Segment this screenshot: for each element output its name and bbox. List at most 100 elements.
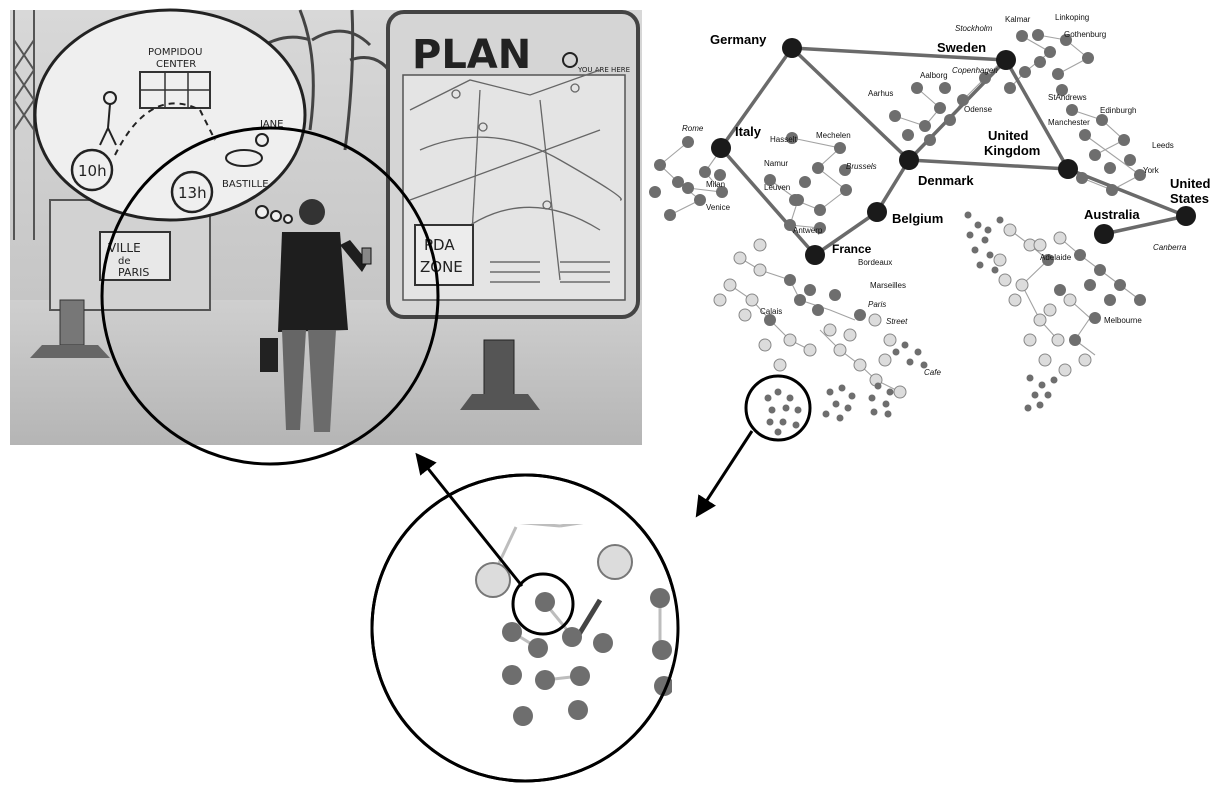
light-node [843,328,857,342]
city-node [1066,104,1078,116]
city-node [672,176,684,188]
network-map: Germany Sweden Italy Denmark United King… [649,13,1210,436]
city-node [1104,294,1116,306]
light-node [1033,313,1047,327]
light-node [1053,231,1067,245]
city-node [714,169,726,181]
country-label-uk-1: United [988,128,1029,143]
sketch-illustration: VILLE de PARIS POMPIDOU CENTER 10h 13h J… [10,8,642,445]
city-label-leeds: Leeds [1152,141,1174,150]
city-node [694,194,706,206]
thought-dot-3 [283,214,293,224]
you-are-here-marker [562,52,578,68]
city-node [804,284,816,296]
zoom-node-selected [535,592,555,612]
light-node [833,343,847,357]
small-node [984,226,992,234]
small-node [768,406,776,414]
light-node [1043,303,1057,317]
light-node [753,238,767,252]
city-node [854,309,866,321]
pda-zone-line-2: ZONE [420,258,463,276]
map-focus-circle [744,374,812,442]
city-node [839,164,851,176]
country-label-denmark: Denmark [918,173,974,188]
city-node [1019,66,1031,78]
country-label-italy: Italy [735,124,762,139]
small-node [792,421,800,429]
city-node [1134,294,1146,306]
city-label-aarhus: Aarhus [868,89,893,98]
light-node [758,338,772,352]
city-node [889,110,901,122]
zoom-lens [370,473,692,783]
light-node [878,353,892,367]
time-circle-10h [70,148,114,192]
city-label-stockholm: Stockholm [955,24,993,33]
light-node [883,333,897,347]
country-label-france: France [832,242,872,256]
city-label-copenhagen: Copenhagen [952,66,998,75]
country-label-sweden: Sweden [937,40,986,55]
city-node [1079,129,1091,141]
city-label-cafe: Cafe [924,368,941,377]
city-node [919,120,931,132]
left-bollard [59,299,85,346]
light-node [713,293,727,307]
light-node [868,313,882,327]
plan-text-lines [490,261,610,283]
small-node [966,231,974,239]
city-node [911,82,923,94]
city-label-antwerp: Antwerp [793,226,823,235]
small-node [1038,381,1046,389]
city-node [944,114,956,126]
city-node [1054,284,1066,296]
city-node [1089,149,1101,161]
city-node [764,174,776,186]
cafe-table-sketch [225,149,263,167]
country-label-uk-2: Kingdom [984,143,1040,158]
city-label-canberra: Canberra [1153,243,1187,252]
city-label-leuven: Leuven [764,183,790,192]
person-with-pda [260,199,372,432]
bubble-text-center: CENTER [156,59,196,70]
city-node [682,136,694,148]
arrow-to-zoom [695,430,754,518]
city-node [1060,34,1072,46]
city-label-street: Street [886,317,908,326]
country-node-uk [1058,159,1078,179]
city-node [1042,254,1054,266]
city-node [1089,312,1101,324]
plan-title: PLAN [412,32,531,78]
city-label-calais: Calais [760,307,782,316]
city-label-york: York [1143,166,1160,175]
city-node [1114,279,1126,291]
city-label-kalmar: Kalmar [1005,15,1031,24]
left-bollard-base [30,345,110,358]
small-node [882,400,890,408]
country-node-belgium [867,202,887,222]
time-13h: 13h [178,184,207,202]
small-node [1024,404,1032,412]
city-label-linkoping: Linkoping [1055,13,1089,22]
small-node [991,266,999,274]
light-node [853,358,867,372]
light-node [893,385,907,399]
small-node [906,358,914,366]
country-node-denmark [899,150,919,170]
thought-bubble [33,8,307,222]
city-label-odense: Odense [964,105,993,114]
right-bollard-base [460,394,540,410]
small-node [892,348,900,356]
small-node [974,221,982,229]
city-node [1004,82,1016,94]
city-node [1076,172,1088,184]
pda-zone-sign [414,224,474,286]
city-node [1134,169,1146,181]
small-node [832,400,840,408]
zoom-selection-circle [511,572,575,636]
light-node [738,308,752,322]
small-node [844,404,852,412]
pda-device [361,247,372,265]
